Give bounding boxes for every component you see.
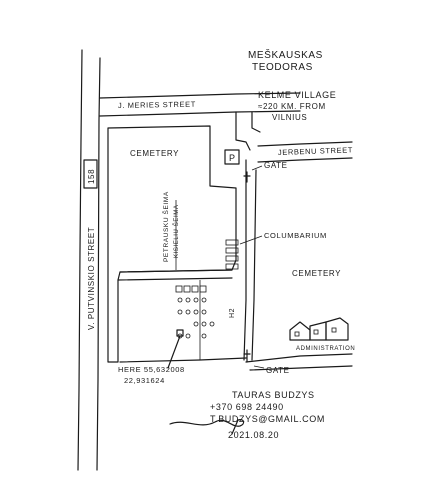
street-number-box: [83, 159, 98, 189]
village-distance: ≈220 KM. FROM: [258, 102, 326, 111]
side-road-left: [243, 159, 247, 361]
parking-label: P: [229, 153, 236, 163]
meries-street-top-edge: [99, 92, 301, 99]
side-road-right: [251, 169, 257, 361]
family-plot-label-2: KISIELIU ŠEIMA: [173, 205, 180, 258]
administration-label: ADMINISTRATION: [296, 346, 355, 352]
signature: [169, 419, 245, 435]
contact-name: TAURAS BUDZYS: [232, 390, 315, 400]
family-name-line-1: MEŠKAUSKAS: [248, 48, 323, 61]
bottom-road-bottom-edge: [245, 353, 353, 363]
left-cemetery-outline: [107, 125, 237, 363]
bottom-road-top-edge: [119, 357, 247, 363]
here-coord-2: 22,931624: [124, 376, 165, 385]
gate-bottom-arrow: [253, 365, 265, 369]
family-plot-label-1: PETRAUSKU ŠEIMA: [161, 191, 170, 262]
putvinskio-street-label-group: V. PUTVINSKIO STREET: [87, 227, 96, 330]
family-plot-label-2-group: KISIELIU ŠEIMA: [173, 205, 180, 258]
contact-email: T.BUDZYS@GMAIL.COM: [210, 414, 325, 424]
family-plot-label-1-group: PETRAUSKU ŠEIMA: [161, 191, 170, 262]
street-number: 158: [87, 169, 96, 184]
contact-date: 2021.08.20: [228, 430, 279, 440]
administration-building: [289, 317, 349, 341]
meries-street-label: J. MERIES STREET: [118, 100, 196, 110]
village-name: KELME VILLAGE: [258, 90, 336, 100]
gate-top-arrow: [251, 165, 263, 171]
gate-bottom-label: GATE: [266, 366, 290, 375]
parking-sign: [224, 149, 240, 165]
columbarium-label: COLUMBARIUM: [264, 231, 327, 240]
putvinskio-street-left-edge: [77, 49, 83, 471]
gate-top-label: GATE: [264, 161, 288, 170]
jerbenu-street-bottom-edge: [257, 157, 353, 163]
bottom-road-lower-edge: [249, 365, 353, 371]
here-pointer: [167, 335, 181, 369]
family-name-line-2: TEODORAS: [252, 62, 313, 73]
cemetery-left-label: CEMETERY: [130, 149, 179, 158]
gate-top-marker: [243, 171, 251, 183]
village-road: [235, 111, 251, 151]
graves-cluster: [175, 285, 215, 339]
cemetery-right-label: CEMETERY: [292, 269, 341, 278]
street-number-group: 158: [87, 169, 96, 184]
putvinskio-street-label: V. PUTVINSKIO STREET: [87, 227, 96, 330]
jerbenu-street-label: JERBENU STREET: [278, 145, 353, 157]
grave-marker-group: H2: [229, 308, 236, 318]
meries-street-bottom-edge: [99, 110, 301, 117]
village-road-edge: [251, 111, 261, 133]
grave-marker: H2: [229, 308, 236, 318]
here-label: HERE 55,632008: [118, 365, 185, 374]
gate-bottom-marker: [243, 349, 251, 363]
putvinskio-street-right-edge: [96, 57, 101, 471]
columbarium-blocks: [225, 239, 239, 270]
left-cemetery-divider-2: [117, 277, 233, 281]
contact-phone: +370 698 24490: [210, 402, 284, 412]
jerbenu-street-top-edge: [257, 141, 353, 147]
columbarium-pointer: [239, 235, 263, 245]
village-from-city: VILNIUS: [272, 113, 307, 122]
left-cemetery-divider: [119, 269, 233, 273]
